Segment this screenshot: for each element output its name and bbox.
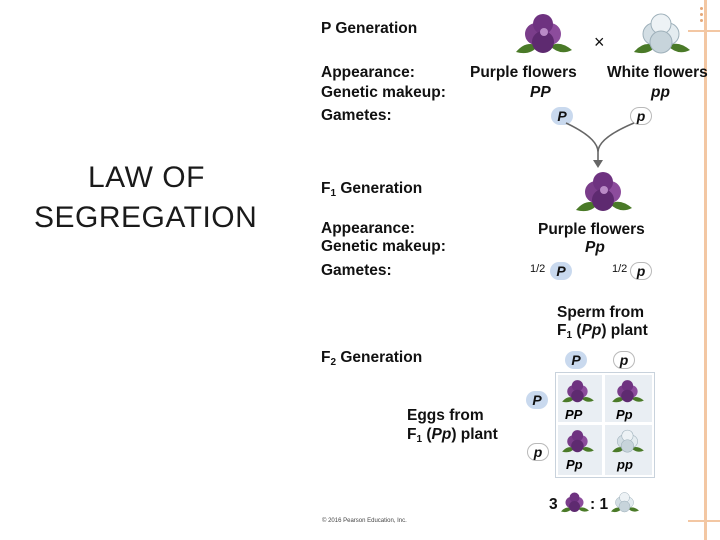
f1-appearance-label: Appearance: xyxy=(321,220,415,237)
punnett-white-flower-icon xyxy=(612,429,644,453)
egg-allele-recessive: p xyxy=(527,443,549,461)
f1-genetic-label: Genetic makeup: xyxy=(321,238,446,255)
decorative-horizontal-line xyxy=(688,520,720,522)
punnett-purple-flower-icon xyxy=(562,380,594,403)
ratio-purple-count: 3 xyxy=(549,496,558,513)
sperm-allele-recessive: p xyxy=(613,351,635,369)
f1-fraction-right: 1/2 xyxy=(612,263,628,275)
title-line-2: SEGREGATION xyxy=(34,201,258,234)
f1-appearance: Purple flowers xyxy=(538,221,645,238)
punnett-cell-pp-heterozygous-2: Pp xyxy=(566,457,583,472)
sperm-label-line1: Sperm from xyxy=(557,304,644,321)
p-left-appearance: Purple flowers xyxy=(470,64,577,81)
punnett-cell-pp-heterozygous-1: Pp xyxy=(616,407,633,422)
p-appearance-label: Appearance: xyxy=(321,64,415,81)
eggs-label-line1: Eggs from xyxy=(407,407,484,424)
p-generation-heading: P Generation xyxy=(321,20,418,37)
punnett-purple-flower-icon xyxy=(612,380,644,403)
p-gamete-dominant: P xyxy=(551,107,573,125)
punnett-purple-flower-icon xyxy=(562,430,594,453)
sperm-label-line2: F1 (Pp) plant xyxy=(557,322,648,341)
sperm-allele-dominant: P xyxy=(565,351,587,369)
p-right-appearance: White flowers xyxy=(607,64,708,81)
p-gamete-recessive: p xyxy=(630,107,652,125)
f1-fraction-left: 1/2 xyxy=(530,263,546,275)
decorative-vertical-line xyxy=(704,0,707,540)
f1-gamete-dominant: P xyxy=(550,262,572,280)
ratio-white-count: : 1 xyxy=(590,496,609,513)
f1-gamete-recessive: p xyxy=(630,262,652,280)
ratio-purple-flower-icon xyxy=(561,492,589,513)
decorative-dots xyxy=(696,4,712,25)
purple-flower-icon xyxy=(516,14,572,54)
f1-genotype: Pp xyxy=(585,239,605,256)
eggs-label-line2: F1 (Pp) plant xyxy=(407,426,498,445)
copyright-text: © 2016 Pearson Education, Inc. xyxy=(322,518,407,524)
punnett-divider-horizontal xyxy=(556,422,652,425)
ratio-white-flower-icon xyxy=(611,492,639,513)
punnett-cell-pp-recessive: pp xyxy=(617,457,633,472)
f1-gametes-label: Gametes: xyxy=(321,262,392,279)
egg-allele-dominant: P xyxy=(526,391,548,409)
slide-title: LAW OF SEGREGATION xyxy=(34,158,258,238)
f1-generation-heading: F1 Generation xyxy=(321,180,423,199)
decorative-horizontal-line xyxy=(688,30,720,32)
p-right-genotype: pp xyxy=(651,84,670,101)
punnett-cell-pp-dominant: PP xyxy=(565,407,583,422)
title-line-1: LAW OF xyxy=(88,161,205,194)
purple-flower-icon xyxy=(576,172,632,212)
p-left-genotype: PP xyxy=(530,84,551,101)
p-gametes-label: Gametes: xyxy=(321,107,392,124)
cross-symbol: × xyxy=(594,32,605,52)
white-flower-icon xyxy=(634,13,690,54)
f2-generation-heading: F2 Generation xyxy=(321,349,423,368)
p-genetic-label: Genetic makeup: xyxy=(321,84,446,101)
